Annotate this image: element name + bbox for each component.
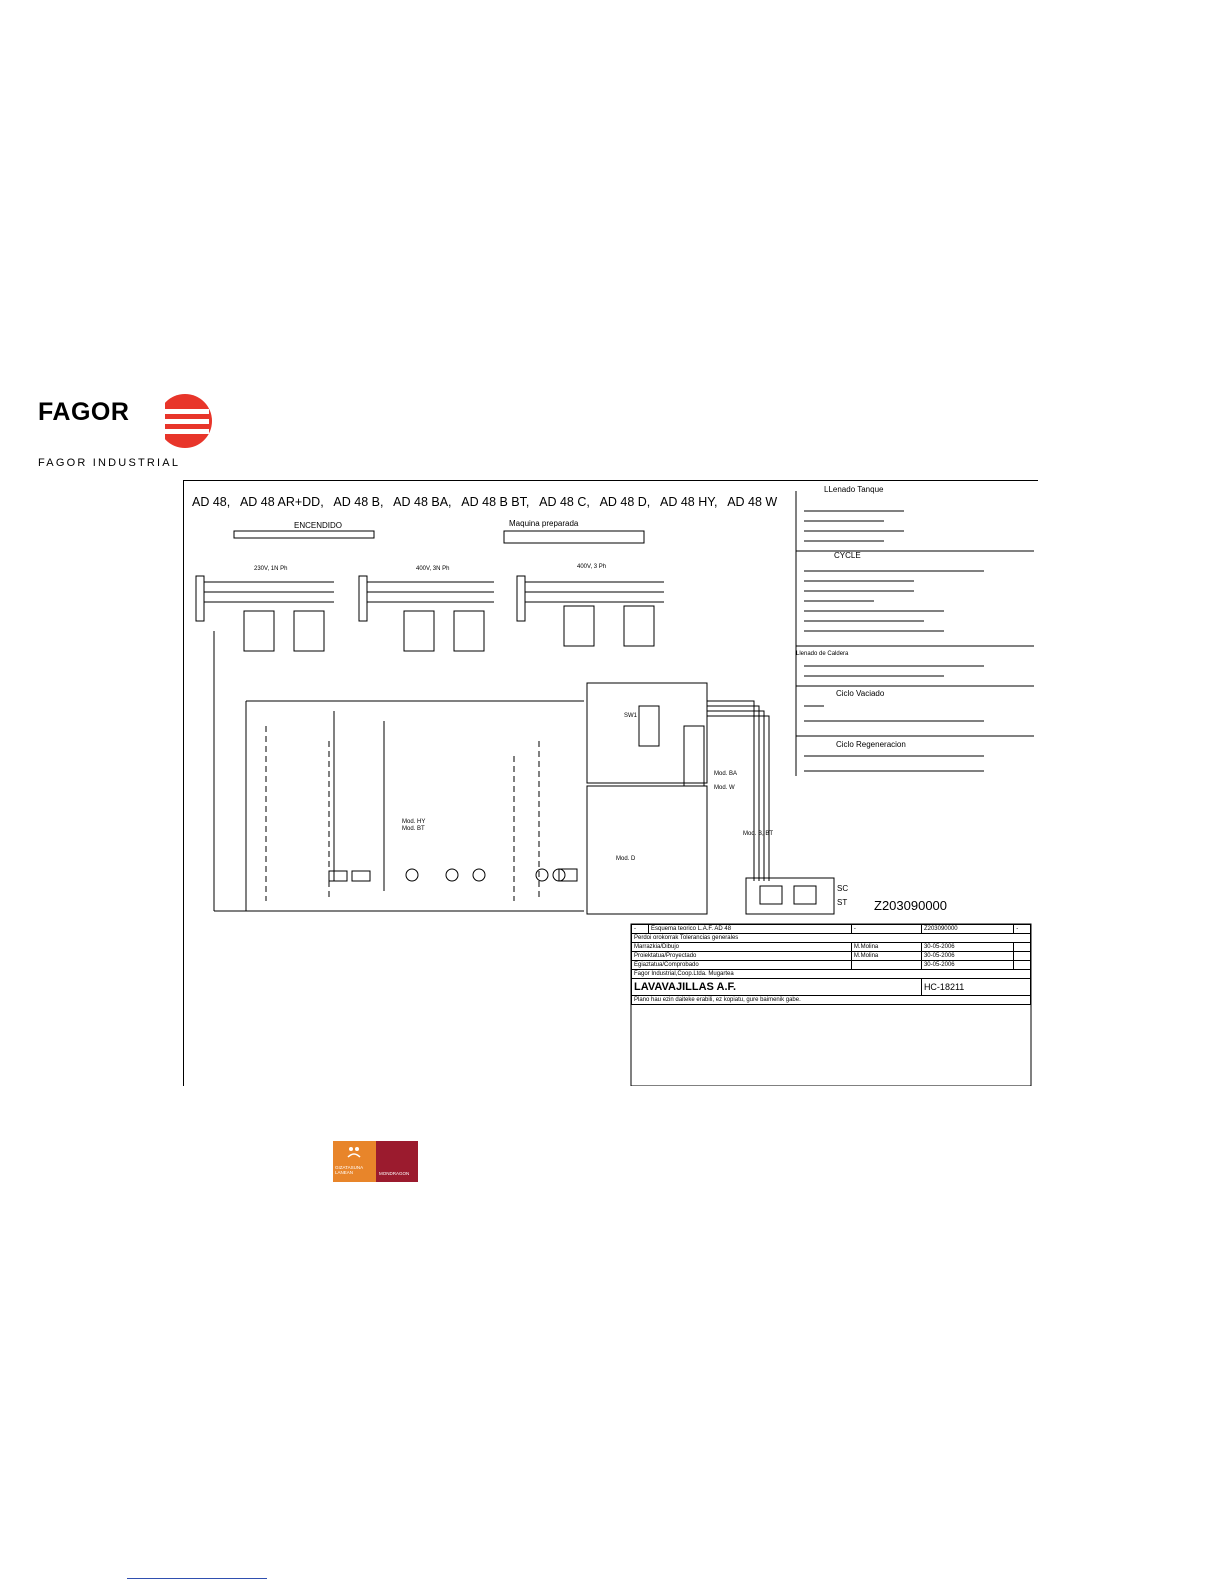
badge-right: MONDRAGON	[376, 1141, 418, 1182]
row-date: 30-05-2006	[920, 960, 1015, 970]
mondragon-badge: GIZATASUNA LANEAN MONDRAGON	[333, 1141, 418, 1182]
badge-left-text: GIZATASUNA LANEAN	[335, 1165, 363, 1175]
timing-title: Llenado de Caldera	[796, 651, 849, 657]
mod-label: Mod. W	[714, 785, 735, 791]
row-name: M.Molina	[850, 942, 922, 952]
maquina-label: Maquina preparada	[509, 519, 579, 528]
power-label: 230V, 1N Ph	[254, 566, 288, 572]
model-item: AD 48 D,	[599, 495, 651, 509]
drawing-number: Z203090000	[874, 898, 948, 913]
mod-label: Mod. BT	[402, 826, 425, 832]
footer-note: Plano hau ezin daiteke erabili, ez kopia…	[631, 995, 1031, 1005]
display-label: SC	[837, 884, 849, 893]
row-label: Marrazkia/Dibujo	[631, 942, 852, 952]
drawing-title: LAVAVAJILLAS A.F.	[631, 978, 922, 996]
timing-title: Ciclo Regeneracion	[836, 740, 906, 749]
company-name: Fagor Industrial,Coop.Ltda. Mugartea	[631, 969, 1031, 979]
model-item: AD 48 W	[727, 495, 778, 509]
model-item: AD 48 C,	[539, 495, 590, 509]
mod-label: Mod. B, BT	[743, 831, 774, 837]
mod-label: Mod. HY	[402, 819, 426, 825]
model-item: AD 48 BA,	[393, 495, 452, 509]
model-item: AD 48 B BT,	[461, 495, 530, 509]
scheme-name: Esquema teorico L.A.F. AD 48	[648, 924, 852, 934]
badge-left: GIZATASUNA LANEAN	[333, 1141, 376, 1182]
power-label: 400V, 3 Ph	[577, 564, 607, 570]
row-date: 30-05-2006	[920, 942, 1015, 952]
power-label: 400V, 3N Ph	[416, 566, 450, 572]
row-name	[850, 960, 922, 970]
model-item: AD 48 AR+DD,	[239, 495, 324, 509]
people-icon	[347, 1147, 361, 1158]
sw1-label: SW1	[624, 713, 638, 719]
plano-number: HC-18211	[920, 978, 1032, 996]
row-date: 30-05-2006	[920, 951, 1015, 961]
fagor-symbol-icon	[147, 393, 212, 449]
tolerances-text: Perdoi orokorrak Tolerancias generales	[631, 933, 1031, 943]
model-list: AD 48, AD 48 AR+DD, AD 48 B, AD 48 BA, A…	[192, 495, 777, 509]
encendido-label: ENCENDIDO	[294, 521, 343, 530]
mod-label: Mod. BA	[714, 771, 738, 777]
display-label: ST	[837, 898, 848, 907]
row-name: M.Molina	[850, 951, 922, 961]
electrical-schematic: AD 48, AD 48 AR+DD, AD 48 B, AD 48 BA, A…	[183, 480, 1038, 1086]
timing-title: CYCLE	[834, 551, 861, 560]
footer-link-line	[127, 1578, 267, 1579]
model-item: AD 48 HY,	[660, 495, 718, 509]
model-item: AD 48,	[192, 495, 231, 509]
brand-division: FAGOR INDUSTRIAL	[38, 457, 181, 469]
row-label: Egiaztatua/Comprobado	[631, 960, 852, 970]
timing-title: LLenado Tanque	[824, 485, 884, 494]
brand-name: FAGOR	[38, 398, 130, 426]
model-item: AD 48 B,	[333, 495, 384, 509]
badge-right-text: MONDRAGON	[379, 1171, 410, 1176]
fagor-logo: FAGOR FAGOR INDUSTRIAL	[38, 393, 212, 473]
schematic-drawing	[195, 491, 1034, 1086]
scheme-code: Z203090000	[920, 924, 1015, 934]
timing-title: Ciclo Vaciado	[836, 689, 885, 698]
title-block-table: -Esquema teorico L.A.F. AD 48-Z203090000…	[631, 924, 1032, 1005]
mod-label: Mod. D	[616, 856, 636, 862]
row-label: Proiektatua/Proyectado	[631, 951, 852, 961]
